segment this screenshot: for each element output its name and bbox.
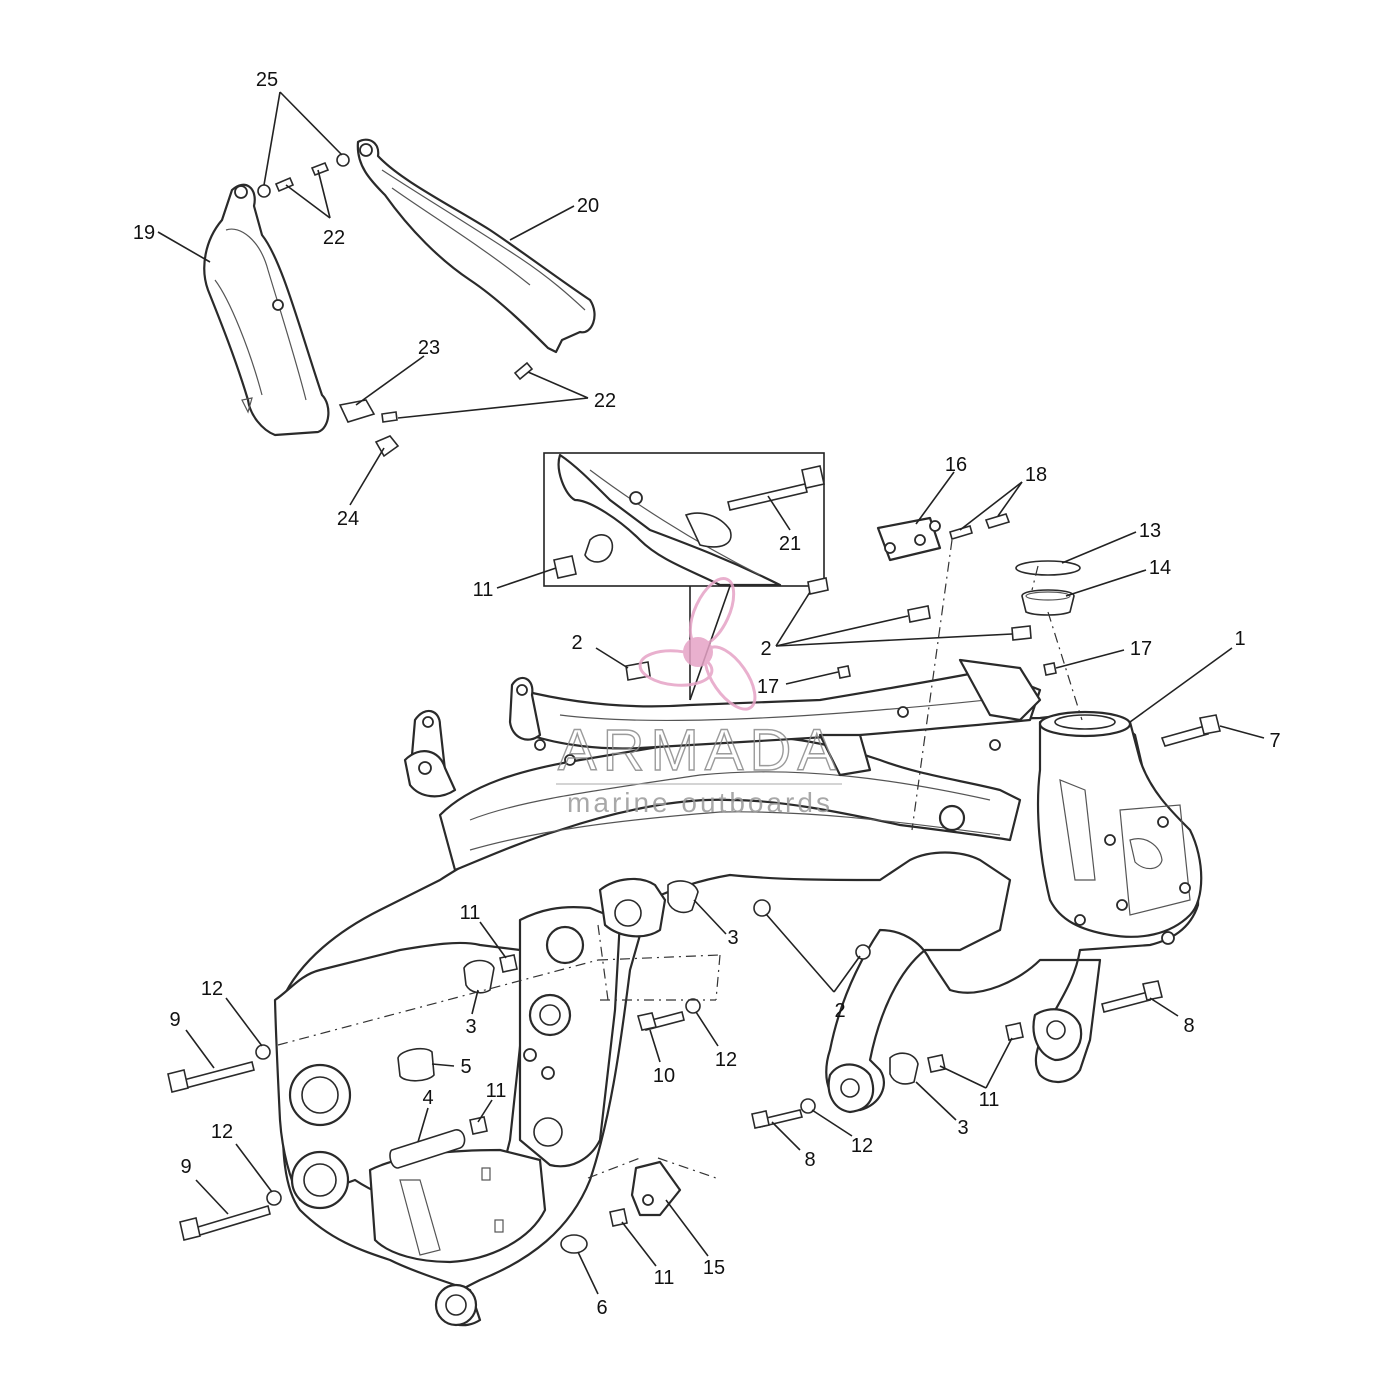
callout-6: 6 (596, 1297, 607, 1319)
screw-22d (381, 411, 398, 423)
nut-11-inset (553, 555, 577, 579)
callout-17a: 17 (757, 676, 779, 698)
callout-17b: 17 (1130, 638, 1152, 660)
watermark-subtitle: marine outboards (567, 787, 833, 818)
callout-11e: 11 (654, 1267, 675, 1289)
callout-2b: 2 (760, 638, 771, 660)
watermark-title: ARMADA (558, 718, 842, 783)
screw-22b (310, 161, 330, 177)
callout-5: 5 (460, 1056, 471, 1078)
callout-1: 1 (1234, 628, 1245, 650)
callout-22b: 22 (594, 390, 616, 412)
callout-10: 10 (653, 1065, 675, 1087)
callout-8a: 8 (1183, 1015, 1194, 1037)
callout-11b: 11 (460, 902, 481, 924)
callout-14: 14 (1149, 557, 1171, 579)
callout-11c: 11 (486, 1080, 507, 1102)
callout-12b: 12 (211, 1121, 233, 1143)
nut-24 (374, 435, 400, 458)
callout-21: 21 (779, 533, 801, 555)
callout-12d: 12 (851, 1135, 873, 1157)
callout-2a: 2 (571, 632, 582, 654)
callout-22a: 22 (323, 227, 345, 249)
callout-18: 18 (1025, 464, 1047, 486)
side-cover-left-19 (203, 183, 330, 437)
callout-9b: 9 (180, 1156, 191, 1178)
callout-3c: 3 (957, 1117, 968, 1139)
callout-23: 23 (418, 337, 440, 359)
callout-7: 7 (1269, 730, 1280, 752)
callout-11a: 11 (473, 579, 494, 601)
callout-2c: 2 (834, 1000, 845, 1022)
clip-23 (338, 399, 376, 423)
callout-13: 13 (1139, 520, 1161, 542)
callout-labels: 25 22 19 20 23 22 24 21 11 16 18 13 14 2… (133, 69, 1281, 1319)
callout-9a: 9 (169, 1009, 180, 1031)
washer-25a (257, 184, 271, 198)
callout-3b: 3 (465, 1016, 476, 1038)
assembly-dash-lines (277, 539, 1083, 1179)
hardware-group-top-left (257, 153, 534, 458)
callout-12c: 12 (715, 1049, 737, 1071)
bolt-21 (727, 483, 808, 511)
callout-12a: 12 (201, 978, 223, 1000)
inset-detail-box (543, 452, 825, 701)
screw-22c (513, 361, 534, 381)
callout-11d: 11 (979, 1089, 1000, 1111)
callout-24: 24 (337, 508, 359, 530)
callout-20: 20 (577, 195, 599, 217)
side-cover-right-20 (356, 138, 596, 354)
propeller-logo (638, 577, 757, 711)
callout-25: 25 (256, 69, 278, 91)
leader-lines (157, 91, 1265, 1295)
callout-3a: 3 (727, 927, 738, 949)
callout-15: 15 (703, 1257, 725, 1279)
hardware-group-main (167, 513, 1221, 1254)
watermark: ARMADA marine outboards (556, 577, 842, 818)
callout-19: 19 (133, 222, 155, 244)
screw-22a (274, 176, 295, 193)
callout-8b: 8 (804, 1149, 815, 1171)
callout-16: 16 (945, 454, 967, 476)
washer-25b (336, 153, 350, 167)
callout-4: 4 (422, 1087, 433, 1109)
